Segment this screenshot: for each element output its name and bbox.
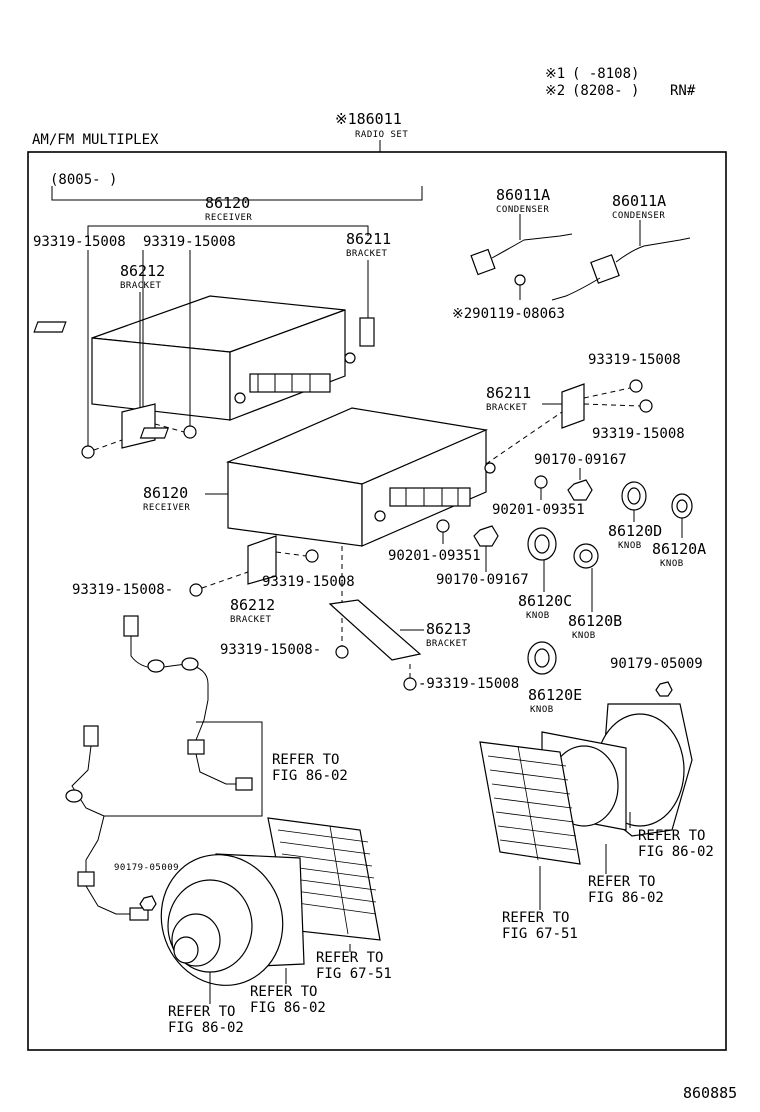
knob-a-name: KNOB [660, 559, 684, 569]
washer-2-illustration [436, 519, 450, 533]
knob-b-name: KNOB [572, 631, 596, 641]
bracket-bottom-illustration [328, 599, 422, 661]
knob-c-illustration [527, 527, 557, 561]
screw-lower-2: 93319-15008 [262, 574, 355, 590]
knob-e-no: 86120E [528, 686, 582, 704]
bracket-top-right-name: BRACKET [346, 249, 388, 259]
washer-1-illustration [534, 475, 548, 489]
legend-note2-range: (8208- ) [572, 83, 639, 99]
knob-c-name: KNOB [526, 611, 550, 621]
refer-r1-2: FIG 86-02 [638, 844, 714, 860]
legend-note1-range: ( -8108) [572, 66, 639, 82]
bracket-mid-right-name: BRACKET [486, 403, 528, 413]
refer-l3-2: FIG 86-02 [168, 1020, 244, 1036]
refer-r2-2: FIG 86-02 [588, 890, 664, 906]
refer-r3-1: REFER TO [502, 910, 569, 926]
screw-lower-3: 93319-15008- [220, 642, 321, 658]
bracket-top-right-no: 86211 [346, 230, 391, 248]
screw-left-1: 93319-15008 [33, 234, 126, 250]
knob-a-no: 86120A [652, 540, 706, 558]
bracket-lower-illustration [247, 535, 277, 585]
legend-note2-suffix: RN# [670, 83, 696, 99]
receiver-top-illustration [33, 295, 375, 421]
assembly-name: RADIO SET [355, 130, 408, 140]
diagram-id: 860885 [683, 1084, 737, 1102]
nut-1: 90170-09167 [534, 452, 627, 468]
knob-d-name: KNOB [618, 541, 642, 551]
knob-b-illustration [573, 543, 599, 569]
speaker-right-illustration [479, 703, 693, 865]
nut-4: 90179-05009 [114, 863, 179, 873]
knob-e-illustration [527, 641, 557, 675]
receiver-top-name: RECEIVER [205, 213, 252, 223]
knob-b-no: 86120B [568, 612, 622, 630]
bracket-mid-right-illustration [561, 383, 585, 429]
washer-1: 90201-09351 [492, 502, 585, 518]
condenser-1-illustration [470, 233, 573, 300]
screw-lower-1: 93319-15008- [72, 582, 173, 598]
bracket-bottom-name: BRACKET [426, 639, 468, 649]
refer-l1-2: FIG 67-51 [316, 966, 392, 982]
refer-l1-1: REFER TO [316, 950, 383, 966]
screw-left-2: 93319-15008 [143, 234, 236, 250]
legend-note1-mark: ※1 [545, 66, 565, 82]
bracket-bottom-no: 86213 [426, 620, 471, 638]
condenser-2-no: 86011A [612, 192, 666, 210]
diagram-frame [27, 151, 727, 1051]
condenser-1-no: 86011A [496, 186, 550, 204]
receiver-mid-illustration [139, 407, 496, 547]
receiver-mid-no: 86120 [143, 484, 188, 502]
nut-4-illustration [139, 895, 157, 911]
refer-l2-2: FIG 86-02 [250, 1000, 326, 1016]
condenser-screw: ※290119-08063 [452, 306, 565, 322]
screw-right-2: 93319-15008 [592, 426, 685, 442]
refer-r1-1: REFER TO [638, 828, 705, 844]
knob-c-no: 86120C [518, 592, 572, 610]
assembly-part-no: ※186011 [335, 110, 402, 128]
condenser-1-name: CONDENSER [496, 205, 549, 215]
speaker-left-illustration [160, 817, 381, 986]
washer-2: 90201-09351 [388, 548, 481, 564]
bracket-lower-no: 86212 [230, 596, 275, 614]
bracket-top-left-name: BRACKET [120, 281, 162, 291]
nut-2-illustration [473, 525, 499, 547]
refer-r2-1: REFER TO [588, 874, 655, 890]
knob-a-illustration [671, 493, 693, 519]
nut-3-illustration [655, 681, 673, 697]
refer-wire-1: REFER TO [272, 752, 339, 768]
legend-note2-mark: ※2 [545, 83, 565, 99]
nut-3: 90179-05009 [610, 656, 703, 672]
refer-r3-2: FIG 67-51 [502, 926, 578, 942]
wire-harness-illustration [65, 615, 253, 921]
nut-2: 90170-09167 [436, 572, 529, 588]
section-title: AM/FM MULTIPLEX [32, 132, 159, 148]
refer-wire-2: FIG 86-02 [272, 768, 348, 784]
condenser-2-name: CONDENSER [612, 211, 665, 221]
knob-d-illustration [621, 481, 647, 511]
refer-l3-1: REFER TO [168, 1004, 235, 1020]
refer-l2-1: REFER TO [250, 984, 317, 1000]
bracket-lower-name: BRACKET [230, 615, 272, 625]
condenser-2-illustration [551, 237, 691, 301]
nut-1-illustration [567, 479, 593, 501]
bracket-mid-right-no: 86211 [486, 384, 531, 402]
screw-lower-4: -93319-15008 [418, 676, 519, 692]
screw-right-1: 93319-15008 [588, 352, 681, 368]
date-range: (8005- ) [50, 172, 117, 188]
receiver-top-no: 86120 [205, 194, 250, 212]
knob-d-no: 86120D [608, 522, 662, 540]
receiver-mid-name: RECEIVER [143, 503, 190, 513]
knob-e-name: KNOB [530, 705, 554, 715]
